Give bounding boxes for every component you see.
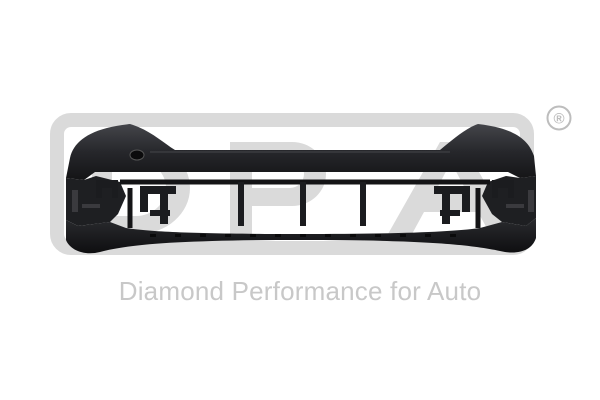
- registered-trademark-icon: ®: [546, 105, 572, 131]
- registered-symbol: ®: [553, 111, 564, 128]
- dpa-tagline-text: Diamond Performance for Auto: [118, 276, 482, 306]
